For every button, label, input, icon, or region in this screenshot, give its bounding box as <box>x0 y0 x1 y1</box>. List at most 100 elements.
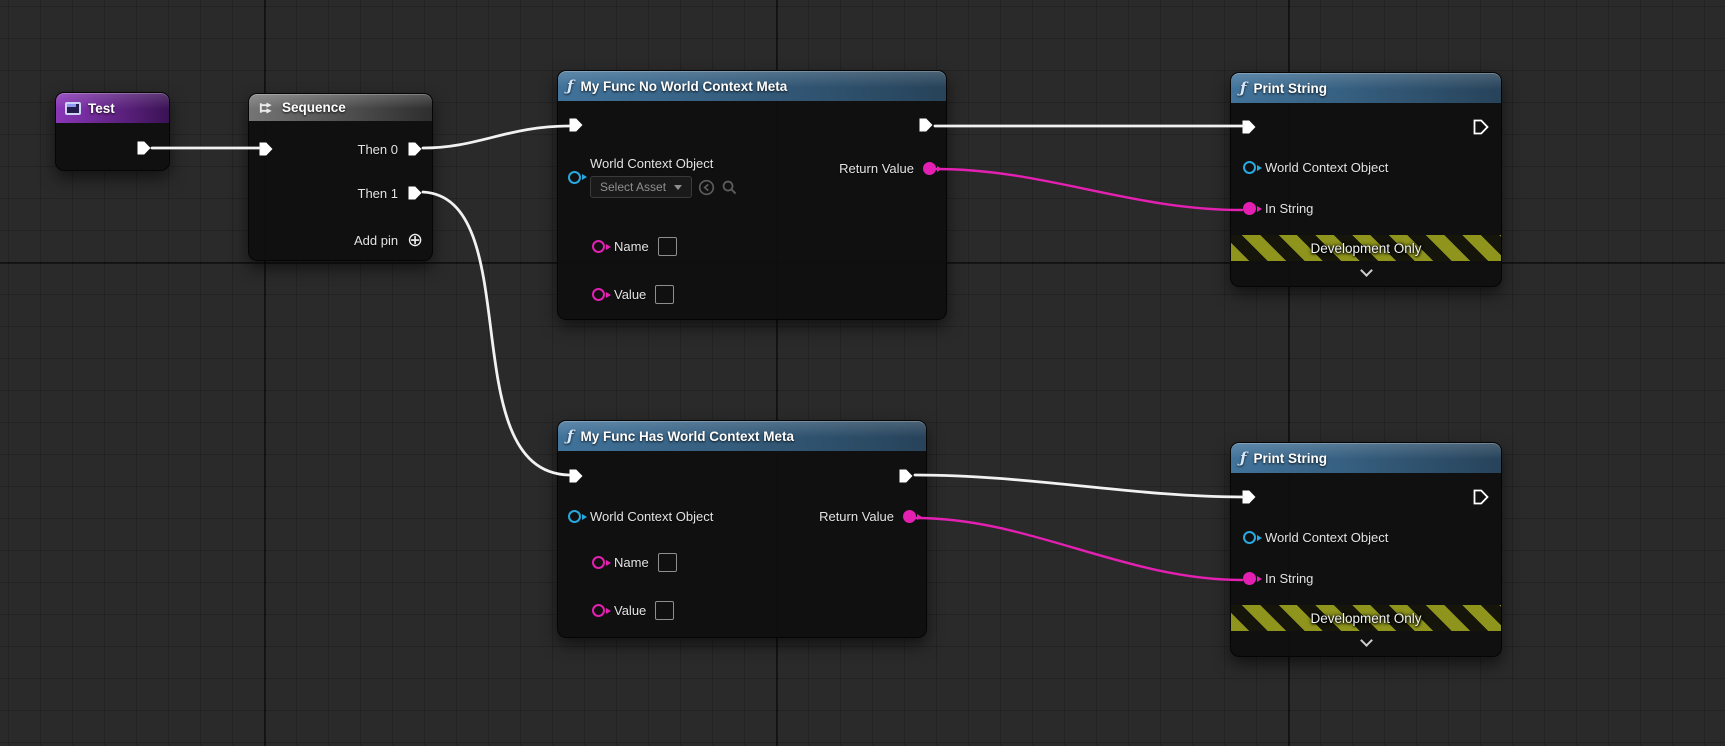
func-no-wcm-header[interactable]: ƒ My Func No World Context Meta <box>558 71 946 101</box>
development-only-label: Development Only <box>1310 240 1422 256</box>
sequence-then0-row: Then 0 <box>358 141 423 157</box>
wire-then1-to-func-has-wcm[interactable] <box>421 190 571 477</box>
return-value-label: Return Value <box>839 161 914 176</box>
name-input[interactable] <box>657 237 677 256</box>
function-icon: ƒ <box>1240 448 1247 467</box>
func-has-wcm-return-value-row: Return Value <box>819 509 916 524</box>
world-context-object-pin[interactable] <box>568 170 581 184</box>
add-pin-icon[interactable]: ⊕ <box>407 230 423 251</box>
function-icon: ƒ <box>567 426 574 445</box>
function-icon: ƒ <box>567 76 574 95</box>
node-print-string-top[interactable]: ƒ Print String World Context Object In S… <box>1230 72 1502 287</box>
wire-return-value-to-in-string-bottom[interactable] <box>914 516 1244 582</box>
widget-icon <box>65 101 81 115</box>
func-no-wcm-value-row: Value <box>592 285 675 304</box>
name-pin[interactable] <box>592 240 605 253</box>
print-top-world-context-row: World Context Object <box>1243 160 1388 175</box>
sequence-exec-in-pin[interactable] <box>258 141 274 157</box>
add-pin-label: Add pin <box>353 233 399 248</box>
select-asset-dropdown[interactable]: Select Asset <box>590 176 693 198</box>
value-input[interactable] <box>655 285 675 304</box>
print-bottom-exec-in-pin[interactable] <box>1241 489 1257 505</box>
in-string-label: In String <box>1265 571 1314 586</box>
func-has-wcm-name-row: Name <box>592 553 677 572</box>
then1-label: Then 1 <box>357 185 398 201</box>
print-string-top-header[interactable]: ƒ Print String <box>1231 73 1501 103</box>
expand-node-button[interactable] <box>1359 634 1373 650</box>
func-no-wcm-title: My Func No World Context Meta <box>580 78 788 94</box>
func-has-wcm-exec-out-pin[interactable] <box>898 468 914 484</box>
print-top-exec-in-pin[interactable] <box>1241 119 1257 135</box>
sequence-add-pin-row[interactable]: Add pin ⊕ <box>354 231 423 250</box>
name-input[interactable] <box>657 553 677 572</box>
test-exec-out-pin[interactable] <box>136 140 152 156</box>
print-string-bottom-title: Print String <box>1253 450 1327 466</box>
node-my-func-no-world-context-meta[interactable]: ƒ My Func No World Context Meta World Co… <box>557 70 947 320</box>
world-context-object-label: World Context Object <box>590 509 714 524</box>
return-value-label: Return Value <box>819 509 894 524</box>
print-top-exec-out-pin[interactable] <box>1473 119 1489 135</box>
chevron-down-icon <box>1359 264 1373 277</box>
world-context-object-pin[interactable] <box>568 510 581 523</box>
func-no-wcm-return-value-row: Return Value <box>839 161 936 176</box>
wire-then0-to-func-no-wcm[interactable] <box>421 124 571 150</box>
func-no-wcm-name-row: Name <box>592 237 677 256</box>
browse-asset-icon[interactable] <box>721 179 738 196</box>
value-input[interactable] <box>655 601 675 620</box>
then1-exec-out-pin[interactable] <box>407 185 423 201</box>
in-string-pin[interactable] <box>1243 202 1256 215</box>
return-value-pin[interactable] <box>903 510 916 523</box>
node-print-string-bottom[interactable]: ƒ Print String World Context Object In S… <box>1230 442 1502 657</box>
wire-return-value-to-in-string-top[interactable] <box>934 167 1244 212</box>
func-has-wcm-value-row: Value <box>592 601 675 620</box>
in-string-label: In String <box>1265 201 1314 216</box>
in-string-pin[interactable] <box>1243 572 1256 585</box>
node-sequence-title: Sequence <box>282 100 346 115</box>
expand-node-button[interactable] <box>1359 264 1373 280</box>
sequence-icon <box>259 102 272 113</box>
func-has-wcm-exec-in-pin[interactable] <box>568 468 584 484</box>
chevron-down-icon <box>1359 634 1373 647</box>
print-bottom-exec-out-pin[interactable] <box>1473 489 1489 505</box>
name-label: Name <box>614 239 649 254</box>
node-sequence-header[interactable]: Sequence <box>249 94 432 121</box>
sequence-then1-row: Then 1 <box>358 185 423 201</box>
wire-func-has-wcm-to-print-bottom[interactable] <box>913 473 1245 499</box>
print-bottom-world-context-row: World Context Object <box>1243 530 1388 545</box>
name-pin[interactable] <box>592 556 605 569</box>
function-icon: ƒ <box>1240 78 1247 97</box>
value-label: Value <box>614 287 647 302</box>
func-no-wcm-world-context-row: World Context Object Select Asset <box>568 156 738 198</box>
node-test[interactable]: Test <box>55 92 170 171</box>
func-has-wcm-world-context-row: World Context Object <box>568 509 713 524</box>
return-value-pin[interactable] <box>923 162 936 175</box>
func-no-wcm-exec-in-pin[interactable] <box>568 117 584 133</box>
print-string-top-title: Print String <box>1253 80 1327 96</box>
then0-exec-out-pin[interactable] <box>407 141 423 157</box>
world-context-object-pin[interactable] <box>1243 161 1256 174</box>
print-bottom-in-string-row: In String <box>1243 571 1313 586</box>
use-selected-asset-icon[interactable] <box>698 179 715 196</box>
node-sequence[interactable]: Sequence Then 0 Then 1 Add pin ⊕ <box>248 93 433 261</box>
select-asset-label: Select Asset <box>600 180 667 194</box>
name-label: Name <box>614 555 649 570</box>
value-label: Value <box>614 603 647 618</box>
development-only-banner: Development Only <box>1231 605 1501 631</box>
world-context-object-pin[interactable] <box>1243 531 1256 544</box>
chevron-down-icon <box>674 184 683 190</box>
node-test-header[interactable]: Test <box>56 93 169 123</box>
value-pin[interactable] <box>592 604 605 617</box>
node-my-func-has-world-context-meta[interactable]: ƒ My Func Has World Context Meta World C… <box>557 420 927 638</box>
node-test-title: Test <box>88 100 115 116</box>
func-no-wcm-exec-out-pin[interactable] <box>918 117 934 133</box>
world-context-object-label: World Context Object <box>1265 530 1389 545</box>
value-pin[interactable] <box>592 288 605 301</box>
then0-label: Then 0 <box>357 141 398 157</box>
func-has-wcm-title: My Func Has World Context Meta <box>580 428 794 444</box>
print-string-bottom-header[interactable]: ƒ Print String <box>1231 443 1501 473</box>
func-has-wcm-header[interactable]: ƒ My Func Has World Context Meta <box>558 421 926 451</box>
development-only-banner: Development Only <box>1231 235 1501 261</box>
world-context-object-label: World Context Object <box>590 156 714 171</box>
development-only-label: Development Only <box>1310 610 1422 626</box>
